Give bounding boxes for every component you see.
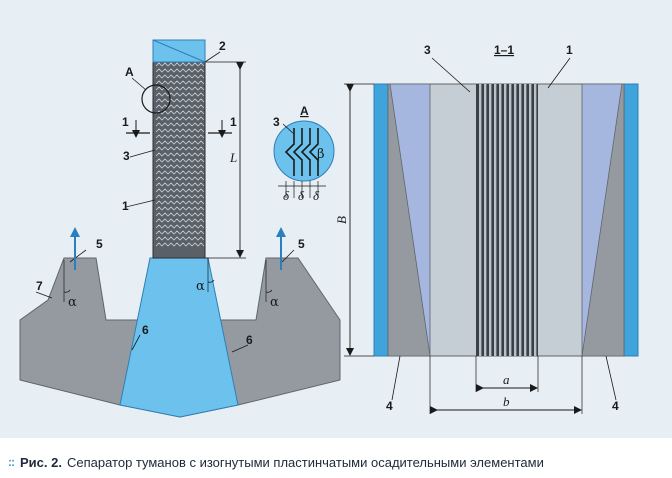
zigzag-plate	[155, 62, 205, 67]
label-5-right: 5	[298, 237, 305, 251]
zigzag-plate	[155, 242, 205, 247]
section-plate	[514, 84, 517, 356]
label-6-right: 6	[246, 333, 253, 347]
zigzag-plate	[155, 158, 205, 163]
detail-a-marker	[141, 84, 171, 114]
zigzag-plate	[155, 170, 205, 175]
section-label-3: 3	[424, 43, 431, 57]
detail-a-title: А	[300, 104, 309, 118]
alpha-right: α	[270, 295, 279, 310]
label-6-left: 6	[142, 323, 149, 337]
section-side-left	[373, 83, 389, 357]
zigzag-plate	[155, 116, 205, 121]
detail-a-delta-2: δ	[298, 188, 305, 203]
zigzag-plate	[155, 104, 205, 109]
zigzag-plates	[155, 62, 205, 247]
caption-figure-label: Рис. 2.	[20, 454, 62, 470]
plate-column	[152, 59, 206, 259]
label-l: L	[229, 150, 237, 165]
wedge-right	[581, 83, 625, 357]
zigzag-plate	[155, 134, 205, 139]
section-plate	[479, 84, 482, 356]
section-plate	[529, 84, 532, 356]
caption-text: Сепаратор туманов с изогнутыми пластинча…	[66, 454, 544, 470]
label-b-height: B	[334, 216, 349, 224]
section-plate	[524, 84, 527, 356]
section-label-1: 1	[566, 43, 573, 57]
label-1-body: 1	[122, 199, 129, 213]
zigzag-plate	[155, 194, 205, 199]
detail-a: А 3 β δ δ δ	[273, 104, 335, 203]
label-1-right: 1	[230, 115, 237, 129]
zigzag-plate	[155, 182, 205, 187]
label-5-left: 5	[96, 237, 103, 251]
zigzag-plate	[155, 98, 205, 103]
zigzag-plate	[155, 200, 205, 205]
section-plate	[534, 84, 537, 356]
section-plate	[484, 84, 487, 356]
section-plate	[494, 84, 497, 356]
section-title: 1–1	[494, 43, 514, 57]
label-b-width: b	[503, 394, 510, 409]
zigzag-plate	[155, 188, 205, 193]
section-plate	[504, 84, 507, 356]
side-view: 2 А 1 1 3 1 L 5 5 7 α α α 6 6	[19, 39, 341, 418]
alpha-center: α	[196, 279, 205, 294]
section-plate	[509, 84, 512, 356]
caption-marker: ::	[8, 455, 15, 469]
cap-diagonal	[152, 39, 206, 63]
section-label-4-left: 4	[386, 399, 393, 413]
zigzag-plate	[155, 110, 205, 115]
section-side-right	[623, 83, 639, 357]
zigzag-plate	[155, 92, 205, 97]
section-view: 3 1–1 1 B a b 4 4	[334, 43, 639, 414]
label-a: А	[125, 65, 134, 79]
zigzag-plate	[155, 74, 205, 79]
section-plate	[489, 84, 492, 356]
zigzag-plate	[155, 68, 205, 73]
zigzag-plate	[155, 206, 205, 211]
detail-a-beta: β	[317, 147, 325, 162]
section-label-4-right: 4	[612, 399, 619, 413]
zigzag-plate	[155, 212, 205, 217]
detail-a-delta-3: δ	[313, 188, 320, 203]
collector-funnel	[119, 257, 239, 418]
section-plates	[476, 84, 538, 356]
zigzag-plate	[155, 80, 205, 85]
detail-a-label-3: 3	[273, 115, 280, 129]
label-7: 7	[36, 279, 43, 293]
alpha-left: α	[68, 295, 77, 310]
zigzag-plate	[155, 224, 205, 229]
figure-caption: :: Рис. 2. Сепаратор туманов с изогнутым…	[8, 452, 544, 472]
label-1-left: 1	[122, 115, 129, 129]
zigzag-plate	[155, 236, 205, 241]
zigzag-plate	[155, 164, 205, 169]
zigzag-plate	[155, 140, 205, 145]
detail-a-delta-1: δ	[283, 188, 290, 203]
zigzag-plate	[155, 152, 205, 157]
zigzag-plate	[155, 218, 205, 223]
zigzag-plate	[155, 122, 205, 127]
zigzag-plate	[155, 230, 205, 235]
zigzag-plate	[155, 146, 205, 151]
section-plate	[519, 84, 522, 356]
section-plate	[499, 84, 502, 356]
label-2: 2	[219, 39, 226, 53]
label-a-width: a	[503, 372, 510, 387]
separator-drawing: 2 А 1 1 3 1 L 5 5 7 α α α 6 6	[19, 39, 639, 418]
zigzag-plate	[155, 176, 205, 181]
zigzag-plate	[155, 128, 205, 133]
label-3: 3	[123, 149, 130, 163]
detail-a-plates	[284, 128, 319, 176]
